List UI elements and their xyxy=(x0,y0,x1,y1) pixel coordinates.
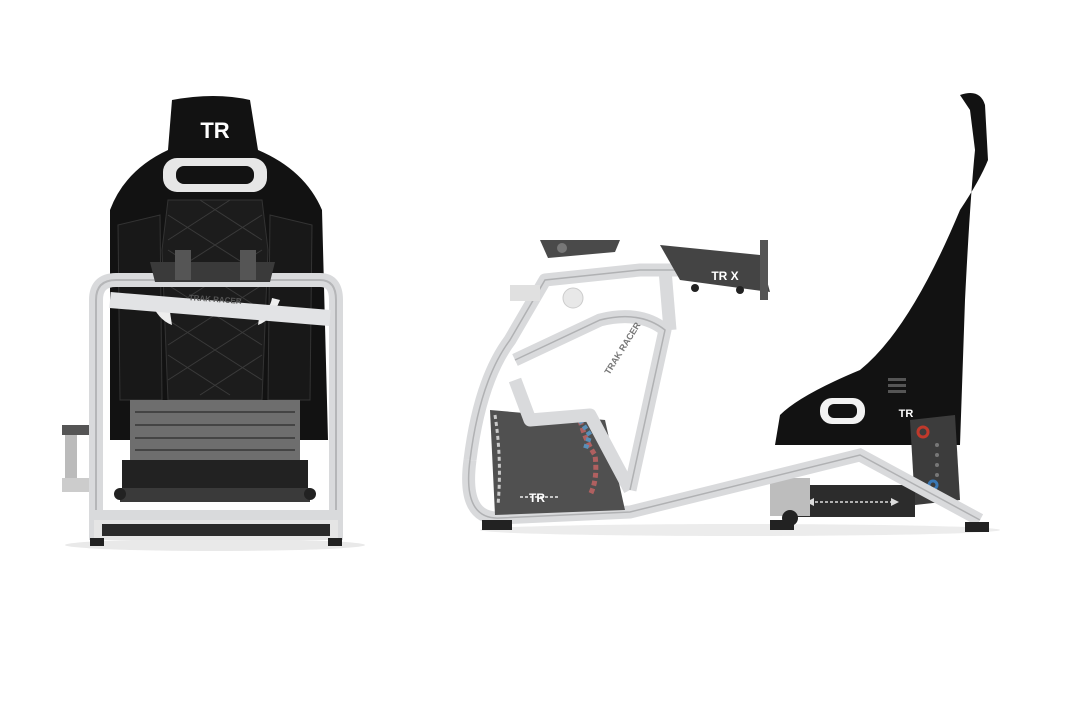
top-bracket xyxy=(150,250,275,282)
side-view-image: TR xyxy=(440,0,1080,720)
frame-top-label: TR X xyxy=(711,269,738,283)
seat-slider-side xyxy=(770,478,915,526)
seat-side-logo: TR xyxy=(899,408,914,420)
frame-tube-label: TRAK RACER xyxy=(602,320,642,376)
front-view-svg: TR TRAK RACER xyxy=(62,96,365,551)
seat-profile xyxy=(775,92,988,445)
base-rail xyxy=(462,448,989,532)
side-view-svg: TR xyxy=(462,92,1000,536)
seat-logo: TR xyxy=(200,118,229,143)
pedal-plate xyxy=(490,410,625,515)
wheel-deck xyxy=(510,240,770,309)
seat-slider xyxy=(114,400,316,502)
pedal-plate-logo: TR xyxy=(529,491,545,505)
front-view-image: TR TRAK RACER xyxy=(0,0,420,720)
frame-brand-label: TRAK RACER xyxy=(188,293,242,306)
